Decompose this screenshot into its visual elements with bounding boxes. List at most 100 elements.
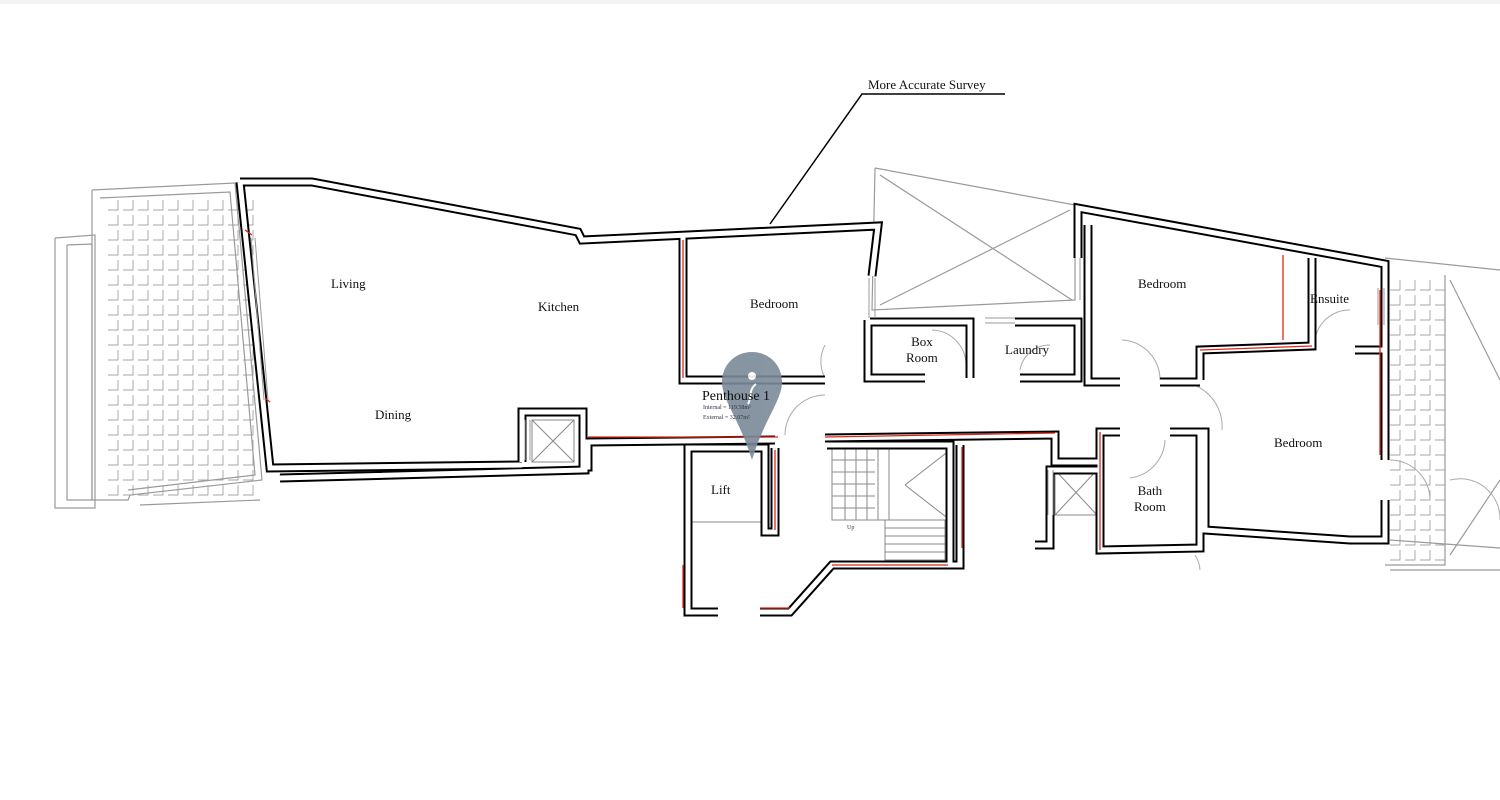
tile	[198, 410, 209, 421]
tile	[228, 395, 239, 406]
wall-inner	[865, 320, 925, 381]
tile	[138, 455, 149, 466]
tile	[108, 320, 119, 331]
tile	[1390, 355, 1401, 366]
tile	[123, 215, 134, 226]
tile	[243, 350, 254, 361]
tile	[1405, 475, 1416, 486]
tile	[243, 395, 254, 406]
tile	[198, 350, 209, 361]
tile	[1435, 370, 1446, 381]
tile	[153, 410, 164, 421]
tile	[138, 275, 149, 286]
tile	[183, 245, 194, 256]
tile	[1405, 370, 1416, 381]
tile	[123, 410, 134, 421]
tile	[183, 275, 194, 286]
tile	[1405, 490, 1416, 501]
tile	[228, 350, 239, 361]
wall-inner	[1035, 467, 1100, 548]
internal-area: Internal = 119.58m²	[703, 405, 751, 411]
tile	[228, 485, 239, 496]
tile	[168, 380, 179, 391]
tile	[243, 455, 254, 466]
tile	[123, 260, 134, 271]
tile	[138, 395, 149, 406]
tile	[1420, 475, 1431, 486]
windows	[250, 237, 1385, 515]
tile	[138, 335, 149, 346]
tile	[138, 365, 149, 376]
tile	[1420, 460, 1431, 471]
tile	[1420, 370, 1431, 381]
tile	[1435, 355, 1446, 366]
tile	[138, 440, 149, 451]
tile	[168, 335, 179, 346]
tile	[153, 455, 164, 466]
tile	[1435, 460, 1446, 471]
box-room-line2: Room	[906, 350, 938, 365]
tile	[153, 305, 164, 316]
tile	[108, 470, 119, 481]
tile	[108, 455, 119, 466]
tile	[1420, 430, 1431, 441]
tile	[198, 230, 209, 241]
tile	[1390, 490, 1401, 501]
room-label-bedroom: Bedroom	[750, 296, 799, 311]
tile	[198, 290, 209, 301]
tile	[213, 275, 224, 286]
bath-room-line2: Room	[1134, 499, 1166, 514]
tile	[213, 350, 224, 361]
tile	[1435, 310, 1446, 321]
tile	[168, 485, 179, 496]
tile	[1420, 445, 1431, 456]
wall	[1073, 202, 1390, 460]
tile	[1435, 385, 1446, 396]
tile	[213, 335, 224, 346]
tile	[198, 425, 209, 436]
tile	[153, 365, 164, 376]
tile	[168, 290, 179, 301]
room-label-bedroom-3: Bedroom	[1274, 435, 1323, 450]
tile	[1390, 415, 1401, 426]
tile	[228, 380, 239, 391]
tile	[1435, 400, 1446, 411]
tile	[168, 425, 179, 436]
tile	[183, 260, 194, 271]
tile	[1405, 280, 1416, 291]
tile	[228, 260, 239, 271]
tile	[183, 200, 194, 211]
unit-name: Penthouse 1	[702, 389, 771, 404]
tile	[183, 410, 194, 421]
wall-inner	[824, 432, 1100, 465]
tile	[213, 485, 224, 496]
wall-inner	[1085, 225, 1120, 385]
tile	[1405, 385, 1416, 396]
tile	[1420, 355, 1431, 366]
tile	[213, 455, 224, 466]
tile	[213, 440, 224, 451]
tile	[108, 410, 119, 421]
tile	[123, 245, 134, 256]
tile	[108, 425, 119, 436]
markup-lines	[244, 229, 1381, 609]
tile	[228, 290, 239, 301]
external-area: External = 32.07m²	[703, 415, 750, 421]
tile	[1435, 340, 1446, 351]
tile	[1405, 355, 1416, 366]
bath-room-line1: Bath	[1137, 483, 1163, 498]
top-bar	[0, 0, 1500, 4]
tile	[1390, 310, 1401, 321]
tile	[108, 245, 119, 256]
tile	[123, 320, 134, 331]
box-room-line1: Box	[911, 334, 933, 349]
wall	[1083, 225, 1120, 387]
tile	[123, 200, 134, 211]
tile	[153, 245, 164, 256]
tile	[123, 335, 134, 346]
tile	[1390, 505, 1401, 516]
tile	[108, 380, 119, 391]
stairs-up-label: Up	[847, 525, 855, 531]
